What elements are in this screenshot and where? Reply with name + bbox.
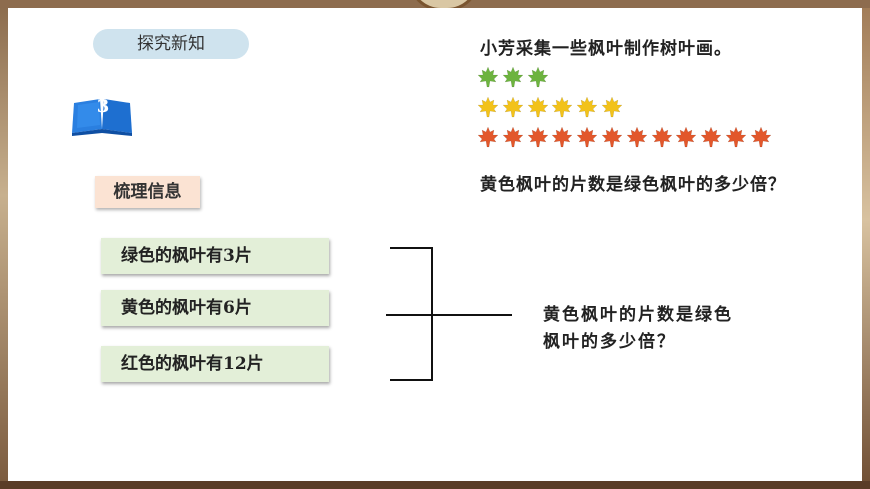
yellow-maple-leaf-icon [502,96,524,118]
background-left-edge [0,0,8,489]
yellow-maple-leaf-icon [526,96,549,118]
red-maple-leaf-icon [650,126,673,148]
summary-question: 黄色枫叶的片数是绿色 枫叶的多少倍？ [543,302,783,356]
red-maple-leaf-icon [551,126,573,148]
red-maple-leaf-icon [626,126,648,148]
green-maple-leaf-icon [526,66,549,88]
problem-intro: 小芳采集一些枫叶制作树叶画。 [480,39,732,59]
fact-yellow: 黄色的枫叶有6片 [101,290,329,326]
background-bottom-edge [0,481,870,489]
info-heading: 梳理信息 [95,176,200,208]
fact-green: 绿色的枫叶有3片 [101,238,329,274]
red-maple-leaf-icon [502,126,524,148]
yellow-maple-leaf-icon [477,96,499,118]
red-maple-leaf-icon [700,126,722,148]
red-leaf-row [477,126,777,150]
red-maple-leaf-icon [725,126,747,148]
fact-red: 红色的枫叶有12片 [101,346,329,382]
step-number: 3 [96,96,110,117]
yellow-leaf-row [477,96,637,120]
section-pill: 探究新知 [93,29,249,59]
problem-question: 黄色枫叶的片数是绿色枫叶的多少倍？ [480,175,786,195]
red-maple-leaf-icon [601,126,623,148]
red-maple-leaf-icon [477,126,499,148]
red-maple-leaf-icon [576,126,598,148]
red-maple-leaf-icon [750,126,772,148]
yellow-maple-leaf-icon [551,96,573,118]
yellow-maple-leaf-icon [601,96,623,118]
yellow-maple-leaf-icon [576,96,598,118]
summary-question-line2: 枫叶的多少倍？ [543,332,676,352]
green-maple-leaf-icon [502,66,524,88]
grouping-brace [386,247,512,381]
red-maple-leaf-icon [675,126,697,148]
green-maple-leaf-icon [477,66,499,88]
red-maple-leaf-icon [526,126,549,148]
summary-question-line1: 黄色枫叶的片数是绿色 [543,305,733,325]
book-icon [72,99,132,136]
green-leaf-row [477,66,557,90]
background-right-edge [862,0,870,489]
